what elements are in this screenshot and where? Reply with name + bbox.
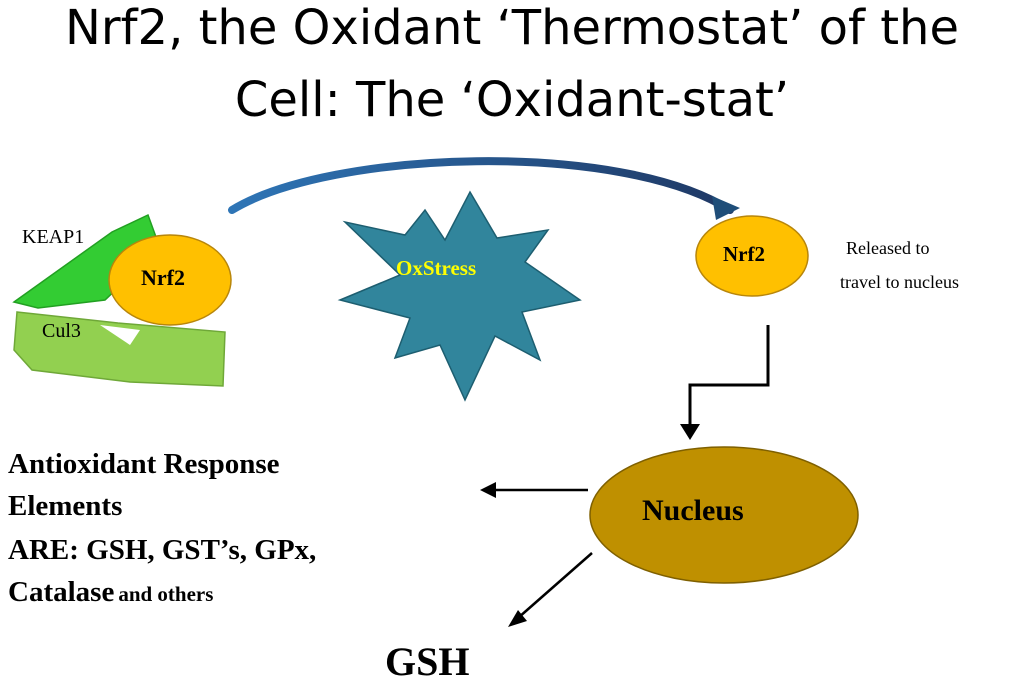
- elbow-arrow: [688, 325, 770, 428]
- gsh-arrowhead: [508, 610, 527, 627]
- gsh-label: GSH: [385, 639, 470, 684]
- title-line-1: Nrf2, the Oxidant ‘Thermostat’ of the: [65, 0, 959, 56]
- cul3-shape: [13, 311, 226, 387]
- nrf2-released-label: Nrf2: [723, 242, 765, 266]
- complex-gap: [100, 325, 140, 345]
- nucleus-ellipse: [589, 446, 859, 584]
- nucleus-label: Nucleus: [642, 494, 744, 527]
- oxstress-star: [337, 190, 582, 402]
- gsh-arrow: [517, 552, 593, 619]
- are-catalase: Catalase: [8, 576, 115, 608]
- nrf2-complex-label: Nrf2: [141, 265, 185, 290]
- are-line-2: Elements: [8, 490, 123, 522]
- are-and-others: and others: [118, 582, 214, 606]
- cul3-label: Cul3: [42, 320, 81, 342]
- keap1-label: KEAP1: [22, 226, 85, 248]
- are-arrowhead: [480, 482, 496, 498]
- are-line-1: Antioxidant Response: [8, 448, 280, 480]
- release-arc-arrowhead: [712, 196, 740, 220]
- nrf2-complex-ellipse: [108, 234, 232, 326]
- released-note-line-1: Released to: [846, 238, 930, 258]
- are-line-4: Catalase and others: [8, 576, 213, 609]
- oxstress-label: OxStress: [396, 256, 477, 280]
- release-arc-arrow: [228, 157, 734, 214]
- are-line-3: ARE: GSH, GST’s, GPx,: [8, 534, 317, 566]
- elbow-arrowhead: [680, 424, 700, 440]
- nrf2-released-ellipse: [695, 215, 809, 297]
- released-note-line-2: travel to nucleus: [840, 272, 959, 292]
- title-line-2: Cell: The ‘Oxidant-stat’: [234, 72, 790, 128]
